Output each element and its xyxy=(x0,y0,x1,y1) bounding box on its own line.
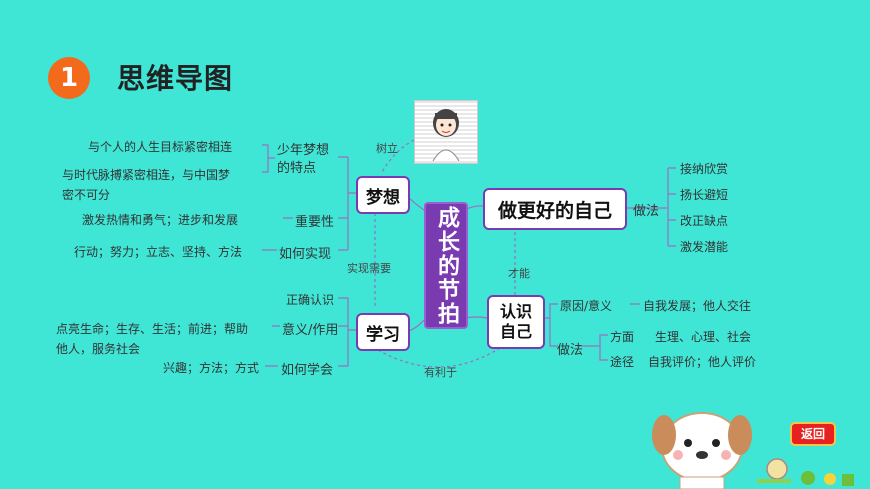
better-method-label: 做法 xyxy=(633,204,660,219)
dream-feature-2: 与时代脉搏紧密相连，与中国梦 密不可分 xyxy=(62,168,231,202)
center-node-growth-rhythm: 成长的节拍 xyxy=(424,202,468,329)
know-aspect-items: 生理、心理、社会 xyxy=(655,330,752,344)
bracket-features xyxy=(262,144,275,173)
dog-mascot-icon xyxy=(652,412,752,489)
know-way-items: 自我评价；他人评价 xyxy=(648,355,757,369)
dream-importance-items: 激发热情和勇气；进步和发展 xyxy=(82,213,239,227)
page-title: 思维导图 xyxy=(117,62,234,95)
know-method-label: 做法 xyxy=(557,343,584,358)
dash-connectors xyxy=(262,217,640,367)
node-know-self: 认识 自己 xyxy=(487,295,545,349)
label-talent: 才能 xyxy=(508,267,530,280)
node-study: 学习 xyxy=(356,313,410,351)
girl-icon xyxy=(432,109,460,162)
bracket-know xyxy=(543,303,608,361)
decoration-shapes-icon xyxy=(801,471,854,486)
better-item-2: 扬长避短 xyxy=(680,188,729,202)
back-button[interactable]: 返回 xyxy=(790,422,836,446)
know-way-label: 途径 xyxy=(610,355,635,369)
node-dream: 梦想 xyxy=(356,176,410,214)
dream-how-items: 行动；努力；立志、坚持、方法 xyxy=(74,245,243,259)
know-aspect-label: 方面 xyxy=(610,330,635,344)
better-item-1: 接纳欣赏 xyxy=(680,162,729,176)
study-how-items: 兴趣；方法；方式 xyxy=(163,361,260,375)
know-reason-label: 原因/意义 xyxy=(560,299,613,313)
better-item-3: 改正缺点 xyxy=(680,214,729,228)
dream-how-label: 如何实现 xyxy=(279,247,332,262)
label-dream-needs: 实现需要 xyxy=(347,262,391,275)
dream-feature-1: 与个人的人生目标紧密相连 xyxy=(88,140,233,154)
label-beneficial: 有利于 xyxy=(424,366,457,379)
bracket-better xyxy=(625,167,676,247)
study-meaning-items: 点亮生命；生存、生活；前进；帮助 他人，服务社会 xyxy=(56,322,249,356)
bracket-study xyxy=(338,297,356,367)
better-item-4: 激发潜能 xyxy=(680,240,729,254)
girl-illustration xyxy=(414,100,478,164)
snail-icon xyxy=(757,458,791,483)
study-correct-view: 正确认识 xyxy=(286,293,335,307)
dream-features-label: 少年梦想 的特点 xyxy=(277,143,330,176)
bracket-dream-ticks xyxy=(338,156,348,251)
bracket-dream xyxy=(347,157,356,250)
know-reason-items: 自我发展；他人交往 xyxy=(643,299,752,313)
node-better-self: 做更好的自己 xyxy=(483,188,627,230)
section-number-badge: 1 xyxy=(48,57,90,99)
study-meaning-label: 意义/作用 xyxy=(282,323,339,338)
label-establish: 树立 xyxy=(376,142,398,155)
study-how-label: 如何学会 xyxy=(281,363,334,378)
dream-importance-label: 重要性 xyxy=(295,215,335,230)
